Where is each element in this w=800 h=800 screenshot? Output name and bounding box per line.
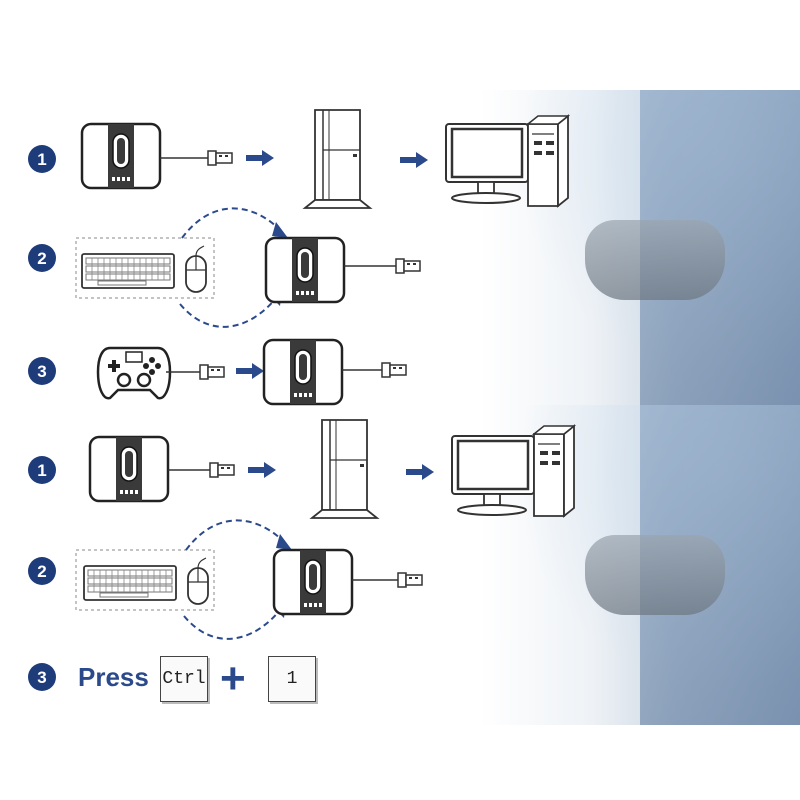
step-3-number: 3	[28, 357, 56, 385]
one-key: 1	[268, 656, 316, 702]
usb-plug-icon	[207, 150, 233, 166]
peripheral-box	[75, 549, 215, 611]
dashed-arrow	[179, 297, 277, 328]
pc-tower-icon	[527, 115, 569, 207]
kvm-switch-icon	[88, 435, 170, 503]
pc-tower-icon	[533, 425, 575, 517]
background-photo-bottom	[480, 405, 800, 725]
svg-text:1: 1	[37, 461, 46, 480]
svg-text:3: 3	[37, 668, 46, 687]
usb-plug-icon	[397, 572, 423, 588]
kvm-switch-icon	[264, 236, 346, 304]
mouse-icon	[187, 557, 209, 605]
arrow-icon	[248, 462, 276, 478]
arrow-icon	[400, 152, 428, 168]
svg-text:2: 2	[37, 562, 46, 581]
kvm-switch-icon	[80, 122, 162, 190]
arrow-icon	[406, 464, 434, 480]
console-icon	[304, 109, 371, 209]
arrow-icon	[246, 150, 274, 166]
background-photo-top	[480, 90, 800, 410]
bottom-section: 1 2 3	[28, 419, 575, 691]
ctrl-key: Ctrl	[160, 656, 208, 702]
kvm-switch-icon	[272, 548, 354, 616]
step-1-number: 1	[28, 456, 56, 484]
usb-plug-icon	[199, 364, 225, 380]
keyboard-icon	[81, 253, 175, 289]
usb-plug-icon	[395, 258, 421, 274]
monitor-icon	[444, 122, 530, 205]
top-section: 1 2 3	[28, 109, 569, 406]
background-gamepad	[585, 535, 725, 615]
press-label: Press	[78, 662, 149, 692]
dashed-arrow	[181, 207, 281, 239]
svg-text:3: 3	[37, 362, 46, 381]
mouse-icon	[185, 245, 207, 293]
console-icon	[311, 419, 378, 519]
svg-text:2: 2	[37, 249, 46, 268]
plus-sign: +	[220, 654, 246, 703]
svg-text:1: 1	[37, 150, 46, 169]
step-2-number: 2	[28, 244, 56, 272]
monitor-icon	[450, 434, 536, 517]
arrow-icon	[236, 363, 264, 379]
step-3-number: 3	[28, 663, 56, 691]
gamepad-icon	[96, 346, 172, 400]
kvm-switch-icon	[262, 338, 344, 406]
background-gamepad	[585, 220, 725, 300]
step-1-number: 1	[28, 145, 56, 173]
keyboard-icon	[83, 565, 177, 601]
dashed-arrow	[185, 519, 285, 551]
usb-plug-icon	[209, 462, 235, 478]
peripheral-box	[75, 237, 215, 299]
dashed-arrow	[183, 609, 281, 640]
usb-plug-icon	[381, 362, 407, 378]
step-2-number: 2	[28, 557, 56, 585]
